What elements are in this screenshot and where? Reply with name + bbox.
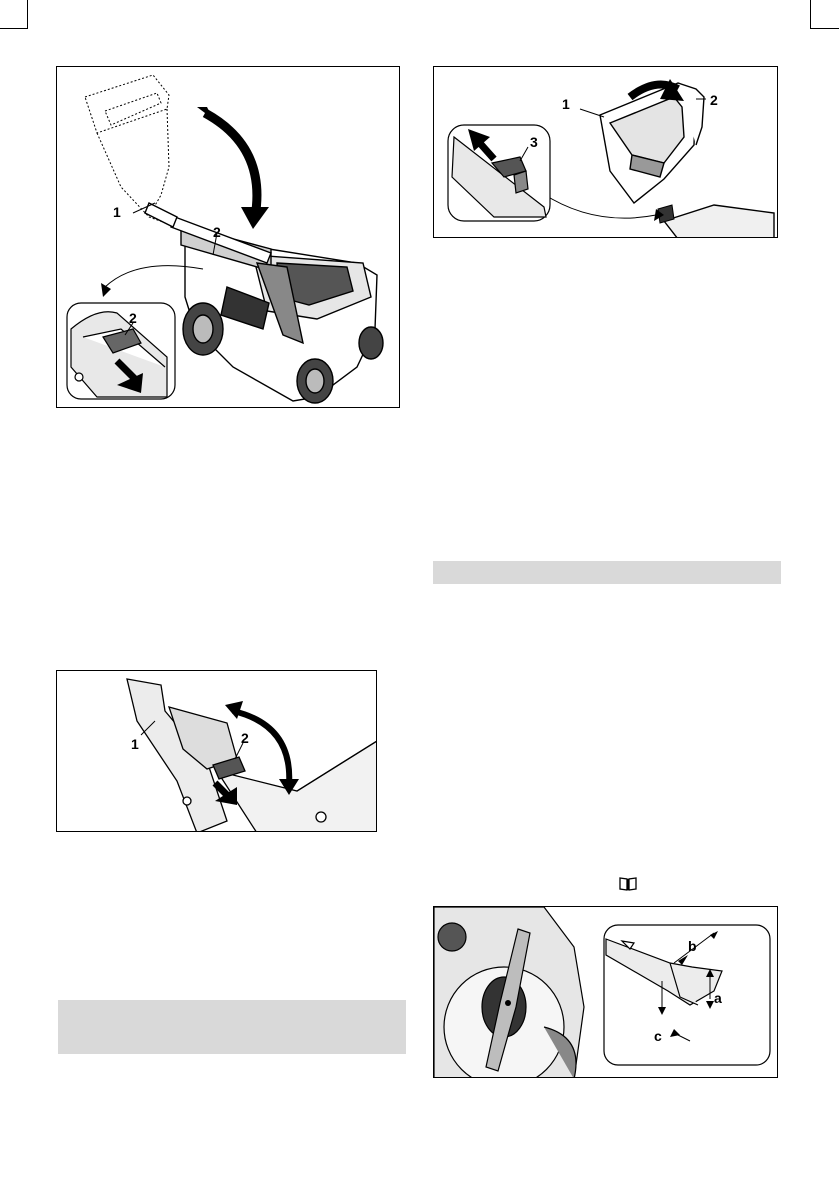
label-lever: 2 bbox=[241, 730, 249, 746]
figure-handle-fold-drawing: 1 2 2 bbox=[57, 67, 400, 408]
label-inset-lever: 2 bbox=[129, 310, 137, 326]
label-handle: 1 bbox=[562, 96, 570, 112]
crop-mark-top-right-h bbox=[810, 28, 839, 29]
book-icon bbox=[618, 876, 638, 892]
figure-lever-adjust: 1 2 bbox=[56, 670, 377, 832]
crop-mark-top-right-v bbox=[810, 0, 811, 28]
label-lever: 2 bbox=[213, 224, 221, 240]
label-a: a bbox=[714, 990, 722, 1006]
section-heading-band-left bbox=[58, 1000, 406, 1054]
label-lever: 2 bbox=[710, 92, 718, 108]
label-handle: 1 bbox=[131, 736, 139, 752]
figure-handle-latch-drawing: 1 2 3 bbox=[434, 67, 778, 238]
figure-blade-wear-drawing: b a c bbox=[434, 907, 778, 1078]
crop-mark-top-left-h bbox=[0, 28, 28, 29]
label-b: b bbox=[688, 938, 697, 954]
crop-mark-top-left-v bbox=[27, 0, 28, 28]
section-heading-band-right bbox=[433, 561, 781, 584]
figure-handle-fold: 1 2 2 bbox=[56, 66, 400, 408]
label-handle: 1 bbox=[113, 204, 121, 220]
figure-lever-adjust-drawing: 1 2 bbox=[57, 671, 377, 832]
figure-blade-wear: b a c bbox=[433, 906, 778, 1078]
label-c: c bbox=[654, 1028, 662, 1044]
label-latch: 3 bbox=[530, 134, 538, 150]
figure-handle-latch: 1 2 3 bbox=[433, 66, 778, 238]
